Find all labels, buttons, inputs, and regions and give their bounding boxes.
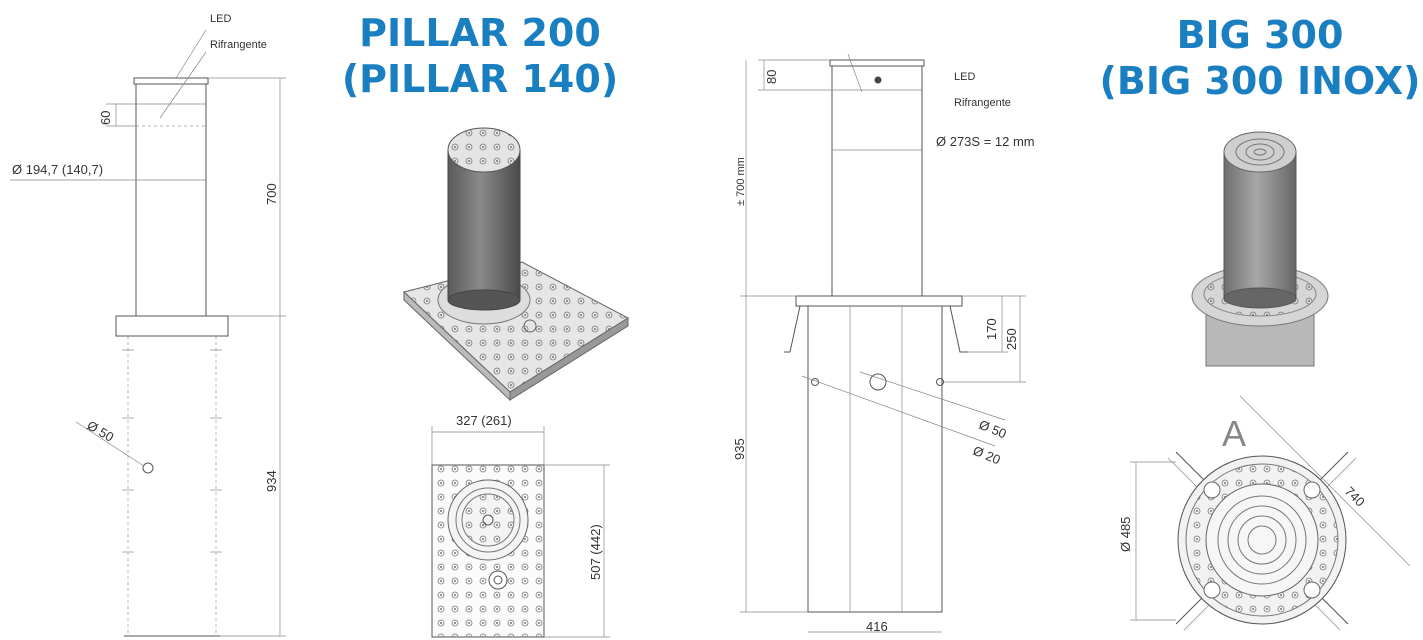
big-title: BIG 300 (BIG 300 INOX) — [1098, 16, 1422, 100]
pillar-title-line2: (PILLAR 140) — [341, 57, 619, 101]
pillar-dim-plate-width: 327 (261) — [456, 413, 512, 428]
big-dim-diameter: Ø 273S = 12 mm — [936, 134, 1035, 149]
big-3d-render — [1191, 131, 1329, 367]
big-dim-700: ± 700 mm — [735, 157, 747, 206]
big-dim-170: 170 — [984, 318, 999, 340]
big-dim-hole50: Ø 50 — [977, 417, 1009, 441]
big-dim-935: 935 — [732, 438, 747, 460]
big-label-a: A — [1222, 413, 1246, 454]
pillar-title: PILLAR 200 (PILLAR 140) — [330, 14, 630, 98]
pillar-led-label: LED — [210, 13, 231, 25]
big-title-line2: (BIG 300 INOX) — [1099, 59, 1421, 103]
big-rifrangente-label: Rifrangente — [954, 97, 1011, 109]
big-led-label: LED — [954, 71, 975, 83]
pillar-dim-934: 934 — [264, 470, 279, 492]
big-plan-view — [1130, 395, 1411, 631]
pillar-dim-700: 700 — [264, 183, 279, 205]
pillar-dim-diameter: Ø 194,7 (140,7) — [12, 162, 103, 177]
pillar-title-line1: PILLAR 200 — [359, 11, 601, 55]
pillar-3d-render — [402, 127, 630, 402]
big-dim-250: 250 — [1004, 328, 1019, 350]
big-side-elevation — [740, 53, 1026, 633]
big-dim-485: Ø 485 — [1118, 517, 1133, 552]
pillar-rifrangente-label: Rifrangente — [210, 39, 267, 51]
big-dim-hole20: Ø 20 — [971, 443, 1003, 467]
pillar-dim-60: 60 — [98, 111, 113, 125]
pillar-side-elevation — [10, 29, 286, 637]
pillar-base-plate-plan — [431, 426, 610, 638]
pillar-dim-plate-length: 507 (442) — [588, 524, 603, 580]
big-dim-416: 416 — [866, 619, 888, 634]
big-dim-80: 80 — [764, 70, 779, 84]
big-dim-740: 740 — [1342, 484, 1368, 510]
pillar-dim-hole: Ø 50 — [85, 418, 117, 445]
big-title-line1: BIG 300 — [1176, 13, 1344, 57]
